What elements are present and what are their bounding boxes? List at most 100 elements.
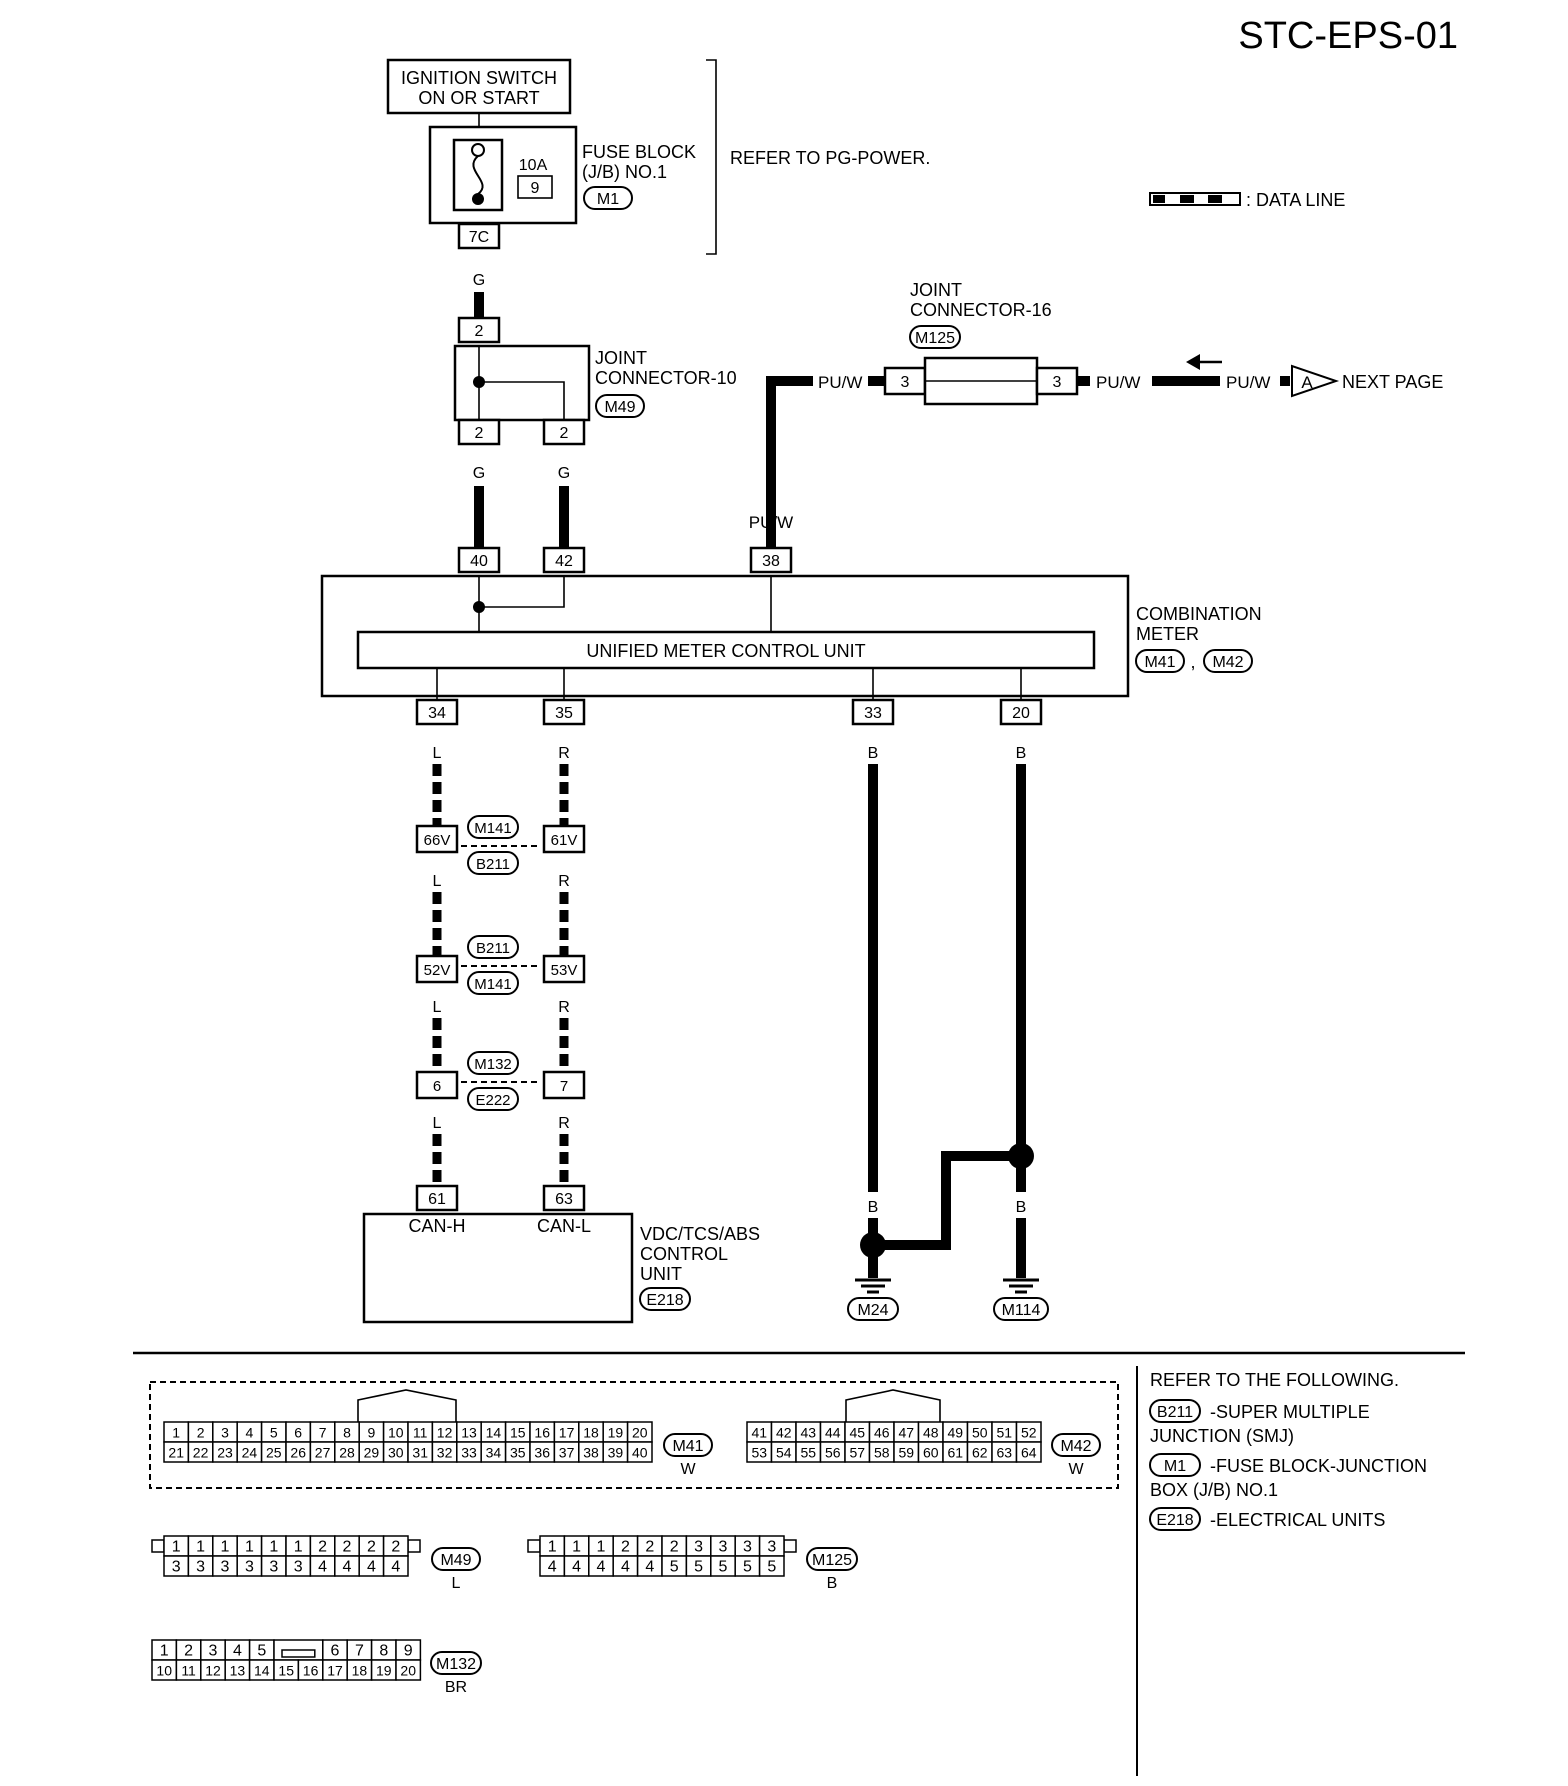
combination-meter-label: COMBINATION (1136, 604, 1262, 624)
m125-code: M125 (812, 1552, 852, 1569)
m125-pin-label: 1 (548, 1539, 557, 1556)
ground-icon (1003, 1278, 1039, 1294)
m132-pin-label: 2 (184, 1643, 193, 1660)
svg-text:34: 34 (428, 705, 446, 722)
ground-wiring: B B B B B M24 M114 (847, 745, 1049, 1321)
m42-pin-label: 61 (947, 1445, 963, 1461)
m49-pin-label: 3 (221, 1559, 230, 1576)
m125-pin-label: 2 (670, 1539, 679, 1556)
m49-latch-icon (407, 1539, 421, 1553)
m132-pin-label: 15 (278, 1663, 294, 1679)
m132-pin-label: 5 (257, 1643, 266, 1660)
svg-text:METER: METER (1136, 624, 1199, 644)
joint-connector-10: 2 2 2 JOINT CONNECTOR-10 M49 (453, 316, 737, 446)
m41-pin-label: 14 (486, 1425, 502, 1441)
data-line-legend-label: : DATA LINE (1246, 190, 1345, 210)
m41-pin-label: 33 (461, 1445, 477, 1461)
m42-pin-label: 47 (898, 1425, 914, 1441)
svg-text:PU/W: PU/W (1226, 373, 1270, 392)
m132-pin-label: 12 (205, 1663, 221, 1679)
m49-pin-label: 3 (172, 1559, 181, 1576)
m42-pin-label: 62 (972, 1445, 988, 1461)
m49-pin-label: 3 (294, 1559, 303, 1576)
m42-pin-label: 46 (874, 1425, 890, 1441)
m132-code: M132 (436, 1656, 476, 1673)
m41-pin-label: 15 (510, 1425, 526, 1441)
joint-connector-16-label: CONNECTOR-16 (910, 300, 1052, 320)
refer-pg-power: REFER TO PG-POWER. (730, 148, 930, 168)
svg-text:38: 38 (762, 553, 780, 570)
m41-pin-label: 11 (413, 1425, 428, 1441)
svg-text:R: R (558, 745, 570, 762)
svg-text:M141: M141 (474, 976, 512, 993)
svg-text:61V: 61V (551, 832, 578, 849)
m49-pin-label: 1 (221, 1539, 230, 1556)
m41-pin-label: 12 (437, 1425, 453, 1441)
svg-text:JOINT: JOINT (595, 348, 647, 368)
m42-pin-label: 50 (972, 1425, 988, 1441)
vdc-connector-code: E218 (646, 1292, 683, 1309)
ignition-switch: IGNITION SWITCH ON OR START (386, 58, 572, 115)
m132-pin-label: 6 (331, 1643, 340, 1660)
svg-text:M1: M1 (1164, 1458, 1186, 1475)
svg-text:L: L (433, 999, 442, 1016)
m125-pin-label: 3 (694, 1539, 703, 1556)
svg-text:53V: 53V (551, 962, 578, 979)
svg-text:E218: E218 (1156, 1512, 1193, 1529)
m42-pin-label: 51 (996, 1425, 1012, 1441)
m42-pin-label: 53 (751, 1445, 767, 1461)
m41-pin-label: 26 (290, 1445, 306, 1461)
m41-pin-label: 38 (583, 1445, 599, 1461)
svg-text:REFER TO THE FOLLOWING.: REFER TO THE FOLLOWING. (1150, 1370, 1399, 1390)
m41-pin-label: 16 (534, 1425, 550, 1441)
m132-pin-label: 8 (379, 1643, 388, 1660)
m132-pin (395, 1659, 422, 1681)
m41-pin-label: 7 (319, 1425, 327, 1441)
m42-pin-label: 42 (776, 1425, 792, 1441)
m49-pin-label: 2 (343, 1539, 352, 1556)
m132-pin-label: 18 (352, 1663, 368, 1679)
svg-text:CAN-L: CAN-L (537, 1216, 591, 1236)
m41-pin-label: 35 (510, 1445, 526, 1461)
m42-pin-label: 57 (849, 1445, 865, 1461)
m41-pin-label: 28 (339, 1445, 355, 1461)
m41-pin-label: 22 (193, 1445, 209, 1461)
m41-pin-label: 2 (197, 1425, 205, 1441)
svg-text:2: 2 (560, 425, 569, 442)
svg-text:,: , (1190, 652, 1195, 672)
svg-text:UNIT: UNIT (640, 1264, 682, 1284)
m125-pin-label: 1 (572, 1539, 581, 1556)
m132-pin-label: 9 (404, 1643, 413, 1660)
m125-latch-icon (527, 1539, 541, 1553)
m42-lock-tab (845, 1389, 941, 1422)
svg-text:42: 42 (555, 553, 573, 570)
m125-pin-label: 2 (621, 1539, 630, 1556)
m125-pin-label: 4 (548, 1559, 557, 1576)
m125-pin-label: 5 (767, 1559, 776, 1576)
svg-text:M132: M132 (474, 1056, 512, 1073)
m41-pin-label: 24 (242, 1445, 258, 1461)
m41-pin-label: 20 (632, 1425, 648, 1441)
svg-text:B: B (941, 1199, 952, 1216)
svg-text:JUNCTION (SMJ): JUNCTION (SMJ) (1150, 1426, 1294, 1446)
svg-text:M41: M41 (1144, 654, 1175, 671)
svg-text:B211: B211 (1157, 1404, 1193, 1421)
svg-text:A: A (1301, 373, 1313, 392)
svg-text:63: 63 (555, 1191, 573, 1208)
m42-pin-label: 49 (947, 1425, 963, 1441)
vdc-control-unit: 61 63 CAN-H CAN-L VDC/TCS/ABS CONTROL UN… (362, 1184, 760, 1324)
combination-meter: 40 42 38 UNIFIED METER CONTROL UNIT 34 3… (320, 546, 1262, 726)
svg-text:ON OR START: ON OR START (418, 88, 539, 108)
svg-text:B: B (1016, 1199, 1027, 1216)
m125-pin-label: 4 (621, 1559, 630, 1576)
m49-color: L (452, 1575, 461, 1592)
next-page-marker: A NEXT PAGE (1291, 364, 1443, 398)
m125-pin-label: 5 (719, 1559, 728, 1576)
m49-pin-label: 3 (196, 1559, 205, 1576)
joint-connector-10-label: CONNECTOR-10 (595, 368, 737, 388)
m41-pin-label: 6 (294, 1425, 302, 1441)
m41-pin-label: 27 (315, 1445, 331, 1461)
refer-bracket (706, 59, 717, 255)
m132-pin-label: 10 (156, 1663, 172, 1679)
